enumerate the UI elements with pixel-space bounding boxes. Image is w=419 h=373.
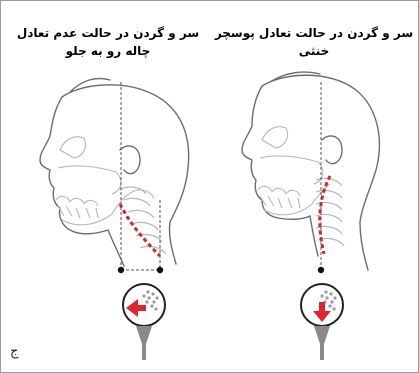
left-golf-ball-on-tee-icon — [123, 284, 165, 360]
left-body-marker-dot — [157, 267, 163, 273]
left-head-marker-dot — [118, 267, 124, 273]
right-head-profile — [242, 72, 379, 270]
left-spine-curve-line — [120, 204, 160, 256]
panel-letter: ج — [10, 344, 18, 359]
right-marker-dot — [318, 267, 324, 273]
left-head-profile — [40, 79, 189, 267]
right-skull-bones — [258, 127, 330, 215]
left-cervical-spine — [120, 187, 166, 254]
left-skull-bones — [56, 137, 154, 225]
